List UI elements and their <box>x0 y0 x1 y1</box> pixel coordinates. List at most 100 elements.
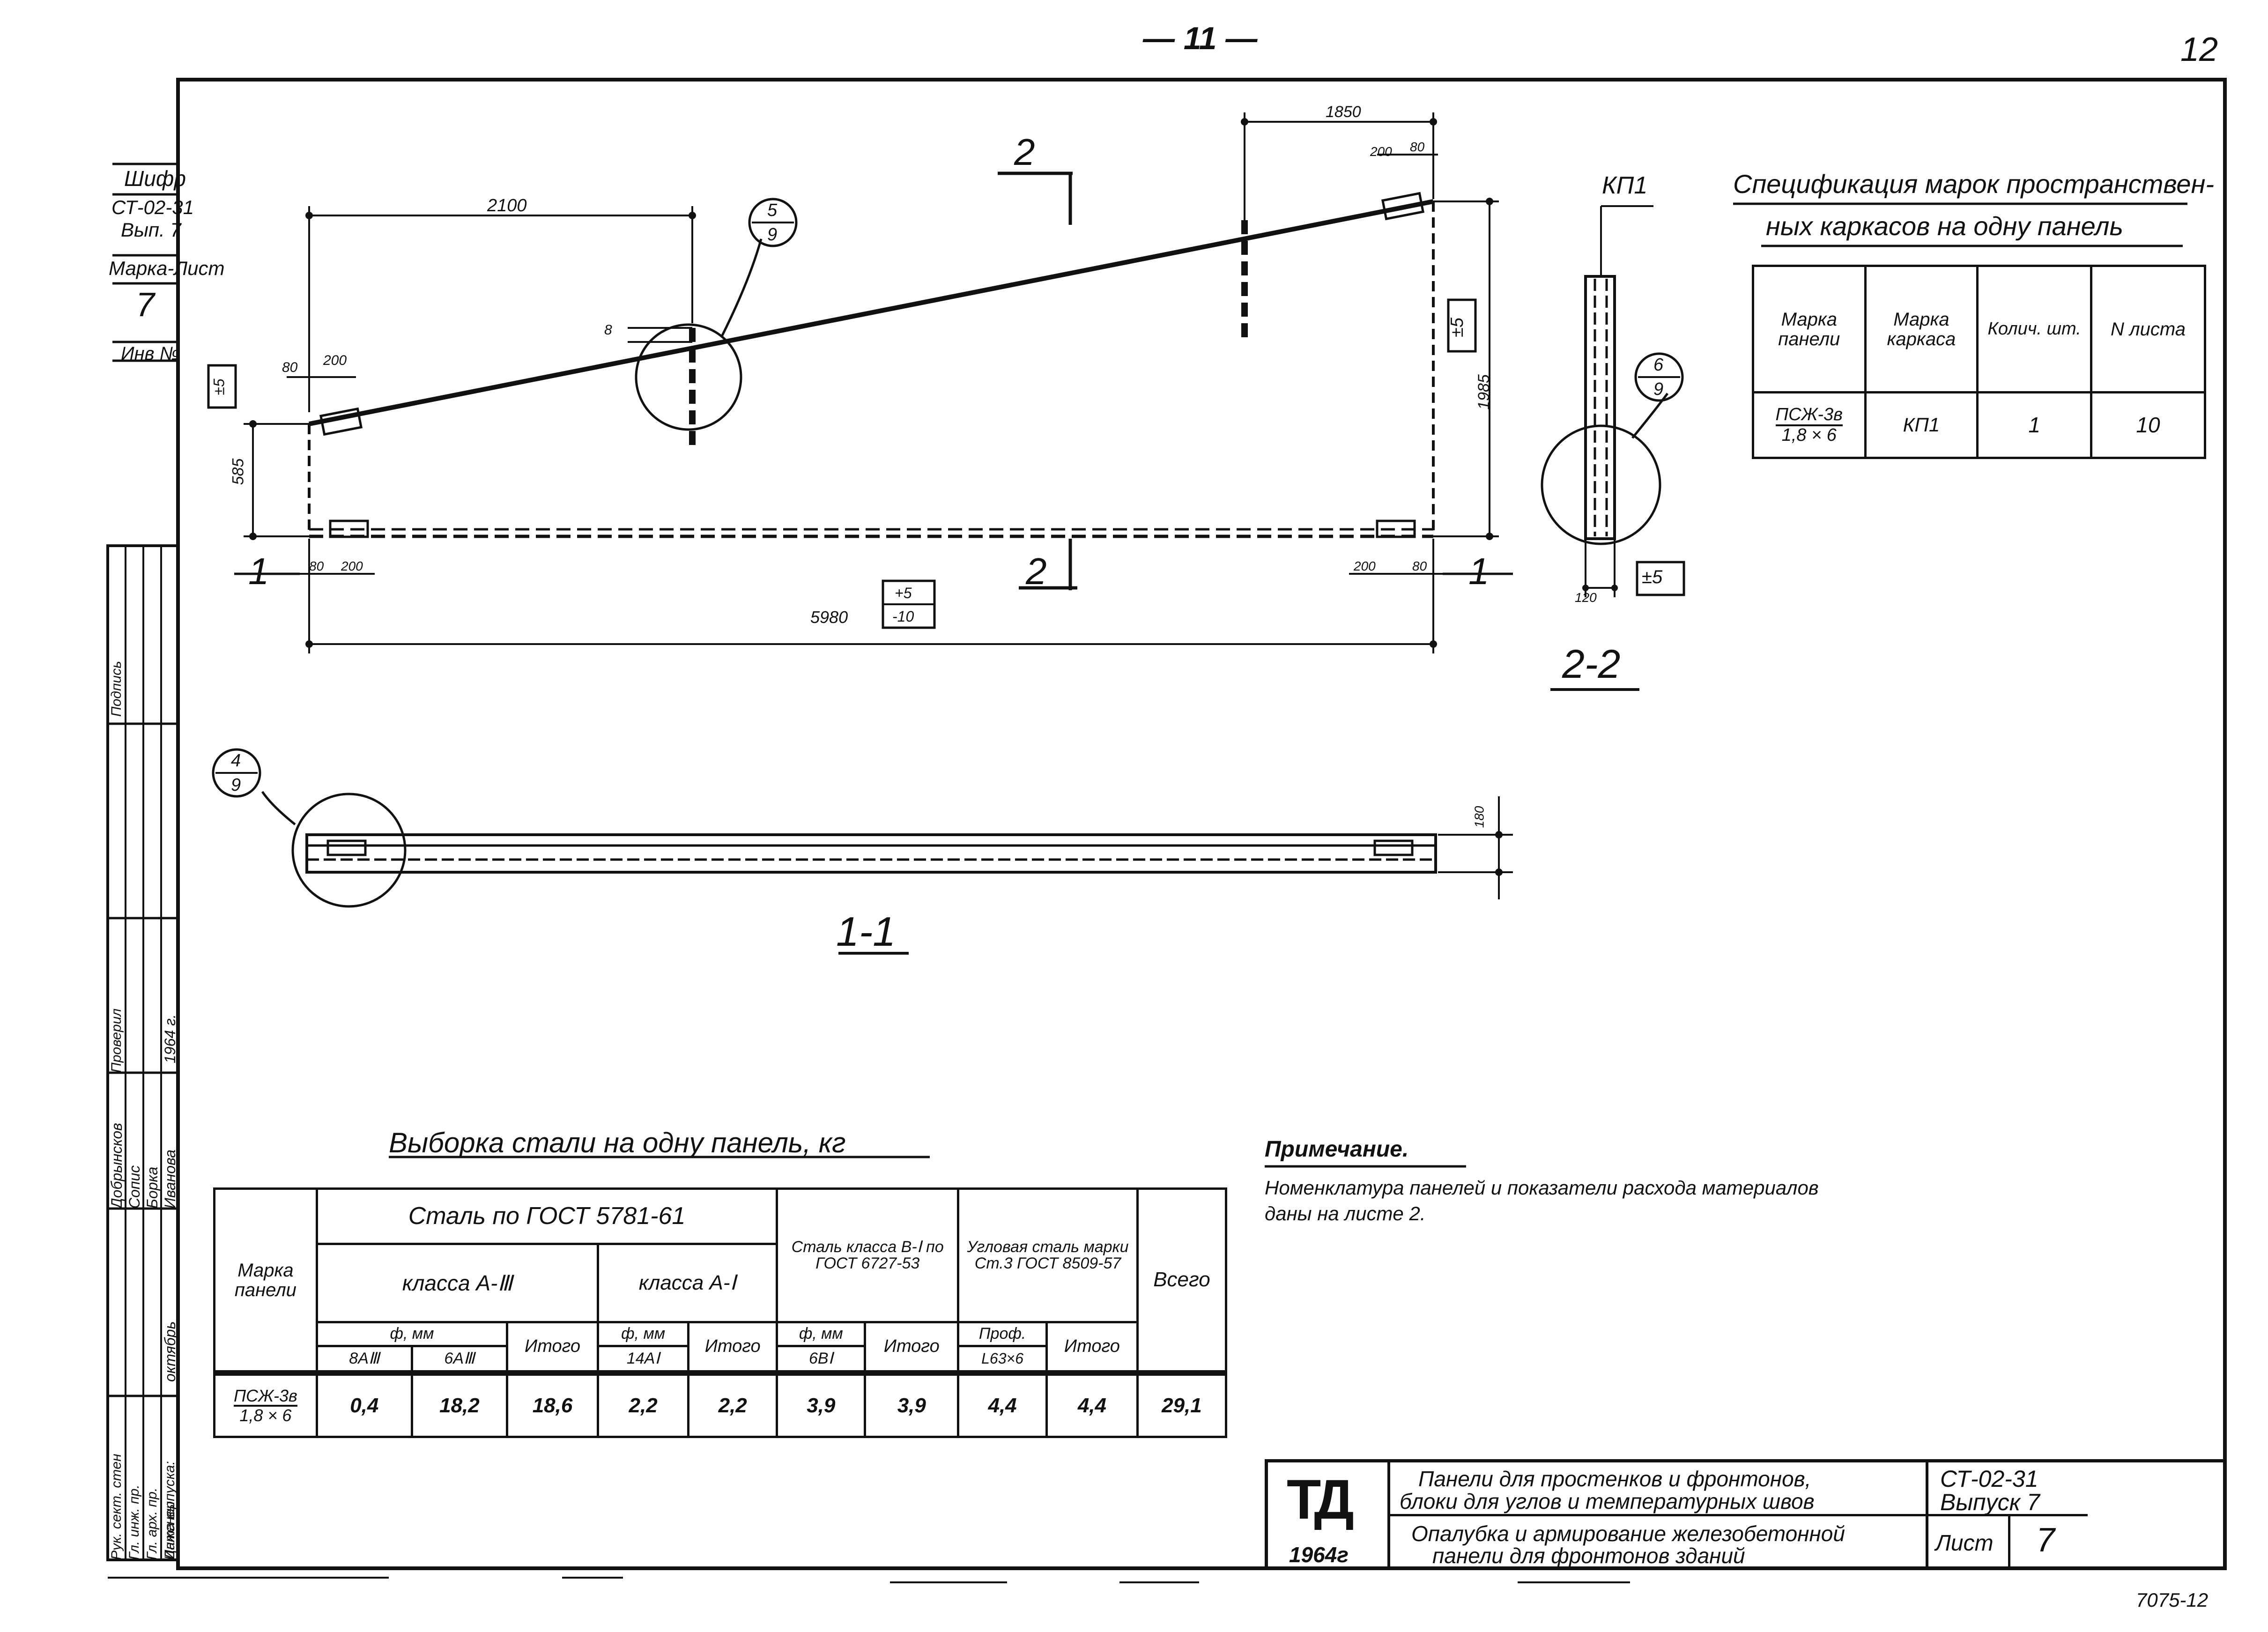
steel-h-mark: Марка панели <box>213 1187 318 1374</box>
stamp-name-1: Сопис <box>126 1165 143 1209</box>
spec-header-qty: Колич. шт. <box>1976 265 2093 393</box>
stamp-signature-col-0: Подпись <box>109 661 124 717</box>
steel-val-8: 4,4 <box>1045 1372 1139 1439</box>
section-mark-right: 1 <box>1468 550 1490 592</box>
spec-header-frame: Марка каркаса <box>1864 265 1979 393</box>
steel-h-sum-angle: Итого <box>1045 1321 1139 1374</box>
spec-row-panel: ПСЖ-3в 1,8 × 6 <box>1752 391 1867 459</box>
callout-top-den: 9 <box>767 225 778 245</box>
title-block-title-1: Панели для простенков и фронтонов, <box>1418 1467 1811 1491</box>
sheet-number-corner: 12 <box>2180 31 2218 68</box>
callout-plan-num: 4 <box>231 751 241 771</box>
dim-tol-right: ±5 <box>1447 318 1467 337</box>
title-block-subtitle-2: панели для фронтонов зданий <box>1432 1543 1745 1568</box>
spec-row-panel-mark: ПСЖ-3в <box>1775 405 1843 426</box>
steel-row-mark-code: ПСЖ-3в <box>233 1387 297 1407</box>
title-block-code-cell: СТ-02-31 Выпуск 7 <box>1928 1462 2088 1516</box>
section-mark-top: 2 <box>1014 131 1035 173</box>
steel-h-classA3: класса А-Ⅲ <box>315 1242 600 1324</box>
steel-val-3: 2,2 <box>596 1372 690 1439</box>
steel-val-2: 18,6 <box>506 1372 599 1439</box>
steel-val-7: 4,4 <box>957 1372 1048 1439</box>
dim-tol-total-0: +5 <box>895 585 912 601</box>
dim-top-right: 1850 <box>1326 103 1361 121</box>
section-22-frame-label: КП1 <box>1602 172 1648 199</box>
steel-row-mark: ПСЖ-3в 1,8 × 6 <box>213 1372 318 1439</box>
steel-h-sum-b1: Итого <box>864 1321 960 1374</box>
dim-tol-left: ±5 <box>210 378 228 395</box>
dim-tol-total-1: -10 <box>892 608 914 625</box>
section-mark-left: 1 <box>248 550 269 592</box>
section-22-tol: ±5 <box>1642 567 1663 587</box>
note-title: Примечание. <box>1265 1137 1409 1162</box>
stamp-name-4: 1964 г. <box>162 1014 178 1063</box>
stamp-shifr-value: СТ-02-31 <box>111 196 194 218</box>
title-block-subtitle-1: Опалубка и армирование железобетонной <box>1411 1521 1845 1546</box>
section-22-width: 120 <box>1575 590 1597 605</box>
callout-section-den: 9 <box>1653 379 1664 399</box>
steel-val-5: 3,9 <box>776 1372 867 1439</box>
title-block-issue: Выпуск 7 <box>1940 1489 2040 1515</box>
steel-h-angle: Угловая сталь марки Ст.3 ГОСТ 8509-57 <box>957 1187 1139 1324</box>
section-22-title: 2-2 <box>1562 642 1621 687</box>
steel-val-6: 3,9 <box>864 1372 960 1439</box>
stamp-name-0: Добрынсков <box>108 1123 125 1209</box>
steel-sub-6b1: 6ВⅠ <box>776 1344 867 1374</box>
steel-sub-6a3: 6АⅢ <box>410 1344 509 1374</box>
stamp-role-0: Рук. сект. стен <box>109 1454 124 1560</box>
steel-h-dia-a3: ф, мм <box>315 1321 509 1347</box>
spec-row-sheet: 10 <box>2090 391 2206 459</box>
stamp-mark-sheet-label: Марка-Лист <box>109 257 225 279</box>
steel-val-1: 18,2 <box>410 1372 509 1439</box>
stamp-issue: Вып. 7 <box>121 219 181 241</box>
dim-bottom-right-small-1: 80 <box>1412 559 1427 573</box>
steel-h-dia-b1: ф, мм <box>776 1321 867 1347</box>
note-text-line1: Номенклатура панелей и показатели расход… <box>1265 1177 1819 1199</box>
spec-row-qty: 1 <box>1976 391 2093 459</box>
title-block-sheet-label: Лист <box>1935 1531 1994 1556</box>
dim-left-small-1: 200 <box>323 353 347 368</box>
steel-val-9: 29,1 <box>1136 1372 1228 1439</box>
stamp-name-2: Борка <box>144 1166 161 1209</box>
spec-header-panel: Марка панели <box>1752 265 1867 393</box>
spec-row-panel-size: 1,8 × 6 <box>1781 425 1837 445</box>
steel-sub-8a3: 8АⅢ <box>315 1344 413 1374</box>
steel-table-title: Выборка стали на одну панель, кг <box>389 1127 846 1158</box>
spec-title-line1: Спецификация марок пространствен- <box>1733 169 2215 199</box>
spec-header-sheet: N листа <box>2090 265 2206 393</box>
callout-plan-den: 9 <box>231 775 241 795</box>
dim-total: 5980 <box>810 608 848 627</box>
stamp-role-1: Гл. инж. пр. <box>126 1484 142 1560</box>
steel-h-sum-a1: Итого <box>687 1321 778 1374</box>
steel-sub-14a1: 14АⅠ <box>596 1344 690 1374</box>
dim-top-left: 2100 <box>487 196 527 215</box>
title-block: ТД 1964г Панели для простенков и фронтон… <box>1265 1459 2225 1568</box>
title-block-sheet-value: 7 <box>2036 1521 2055 1559</box>
stamp-name-3: Иванова <box>162 1150 178 1209</box>
stamp-role-4: Дата выпуска: <box>162 1461 178 1560</box>
steel-val-4: 2,2 <box>687 1372 778 1439</box>
spec-row-frame: КП1 <box>1864 391 1979 459</box>
dim-left-height: 585 <box>229 458 247 485</box>
callout-top-num: 5 <box>767 200 778 220</box>
dim-gap: 8 <box>604 322 612 338</box>
title-block-logo-cell: ТД 1964г <box>1268 1462 1390 1568</box>
stamp-date: октябрь <box>162 1321 178 1382</box>
dim-top-right-small-0: 200 <box>1370 144 1392 159</box>
stamp-signature-col-1: Проверил <box>109 1008 124 1073</box>
bottom-corner-code: 7075-12 <box>2136 1589 2209 1611</box>
steel-val-0: 0,4 <box>315 1372 413 1439</box>
steel-row-mark-size: 1,8 × 6 <box>239 1406 292 1425</box>
dim-bottom-left-small-1: 200 <box>341 559 363 573</box>
title-block-logo: ТД <box>1287 1468 1354 1531</box>
section-mark-bottom: 2 <box>1026 550 1047 592</box>
title-block-sheet-label-cell: Лист <box>1928 1516 2010 1568</box>
title-block-year: 1964г <box>1289 1543 1349 1567</box>
dim-top-right-small-1: 80 <box>1410 140 1425 154</box>
steel-h-total: Всего <box>1136 1187 1228 1374</box>
dim-left-small-0: 80 <box>282 360 298 375</box>
spec-title-line2: ных каркасов на одну панель <box>1766 211 2123 241</box>
steel-h-sum-a3: Итого <box>506 1321 599 1374</box>
steel-h-classB1: Сталь класса В-Ⅰ по ГОСТ 6727-53 <box>776 1187 960 1324</box>
steel-sub-l63: L63×6 <box>957 1344 1048 1374</box>
